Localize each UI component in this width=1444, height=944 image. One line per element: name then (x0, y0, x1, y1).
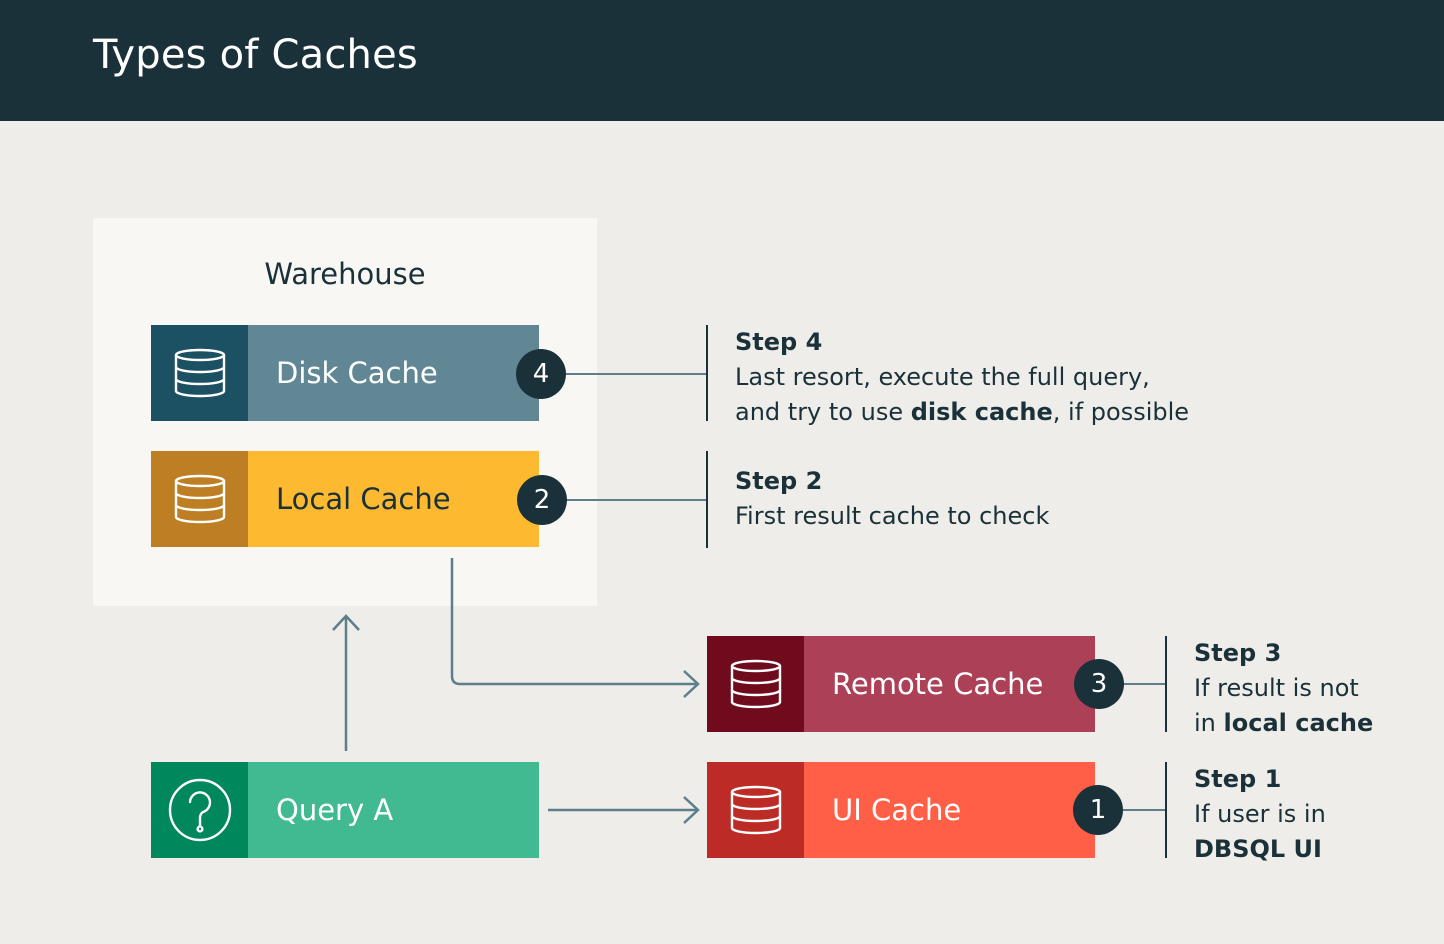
page-title: Types of Caches (93, 32, 418, 78)
step-1-line-2: DBSQL UI (1194, 835, 1322, 863)
ui-cache-label: UI Cache (804, 762, 1095, 858)
remote-cache-step-badge: 3 (1074, 659, 1124, 709)
header-bar (0, 0, 1444, 121)
remote-cache-box: Remote Cache (707, 636, 1095, 732)
step-1-title: Step 1 (1194, 765, 1282, 793)
warehouse-arrow-head (332, 614, 360, 631)
local-cache-step-badge: 2 (517, 475, 567, 525)
question-icon (151, 762, 248, 858)
ui-arrow-head (683, 796, 700, 824)
step-2-title: Step 2 (735, 467, 823, 495)
step-2-line-1: First result cache to check (735, 502, 1050, 530)
step-3-line-1: If result is not (1194, 674, 1359, 702)
step-1-annotation: Step 1 If user is in DBSQL UI (1165, 762, 1326, 863)
remote-arrow-head (683, 670, 700, 698)
database-icon (151, 451, 248, 547)
step-4-title: Step 4 (735, 328, 823, 356)
step-4-annotation: Step 4 Last resort, execute the full que… (706, 325, 1189, 426)
local-cache-label: Local Cache (248, 451, 539, 547)
local-to-remote-arrow (450, 558, 697, 686)
step-3-title: Step 3 (1194, 639, 1282, 667)
local-cache-box: Local Cache (151, 451, 539, 547)
warehouse-label: Warehouse (264, 257, 426, 291)
step-3-line-2: in local cache (1194, 709, 1374, 737)
disk-cache-box: Disk Cache (151, 325, 539, 421)
step-3-annotation: Step 3 If result is not in local cache (1165, 636, 1373, 737)
query-box: Query A (151, 762, 539, 858)
database-icon (707, 762, 804, 858)
step-2-annotation: Step 2 First result cache to check (706, 451, 1049, 548)
database-icon (151, 325, 248, 421)
step-1-line-1: If user is in (1194, 800, 1326, 828)
remote-cache-label: Remote Cache (804, 636, 1095, 732)
query-label: Query A (248, 762, 539, 858)
step-4-line-1: Last resort, execute the full query, (735, 363, 1150, 391)
ui-cache-box: UI Cache (707, 762, 1095, 858)
step-4-line-2: and try to use disk cache, if possible (735, 398, 1190, 426)
disk-cache-step-badge: 4 (516, 349, 566, 399)
database-icon (707, 636, 804, 732)
ui-cache-step-badge: 1 (1073, 785, 1123, 835)
disk-cache-label: Disk Cache (248, 325, 539, 421)
